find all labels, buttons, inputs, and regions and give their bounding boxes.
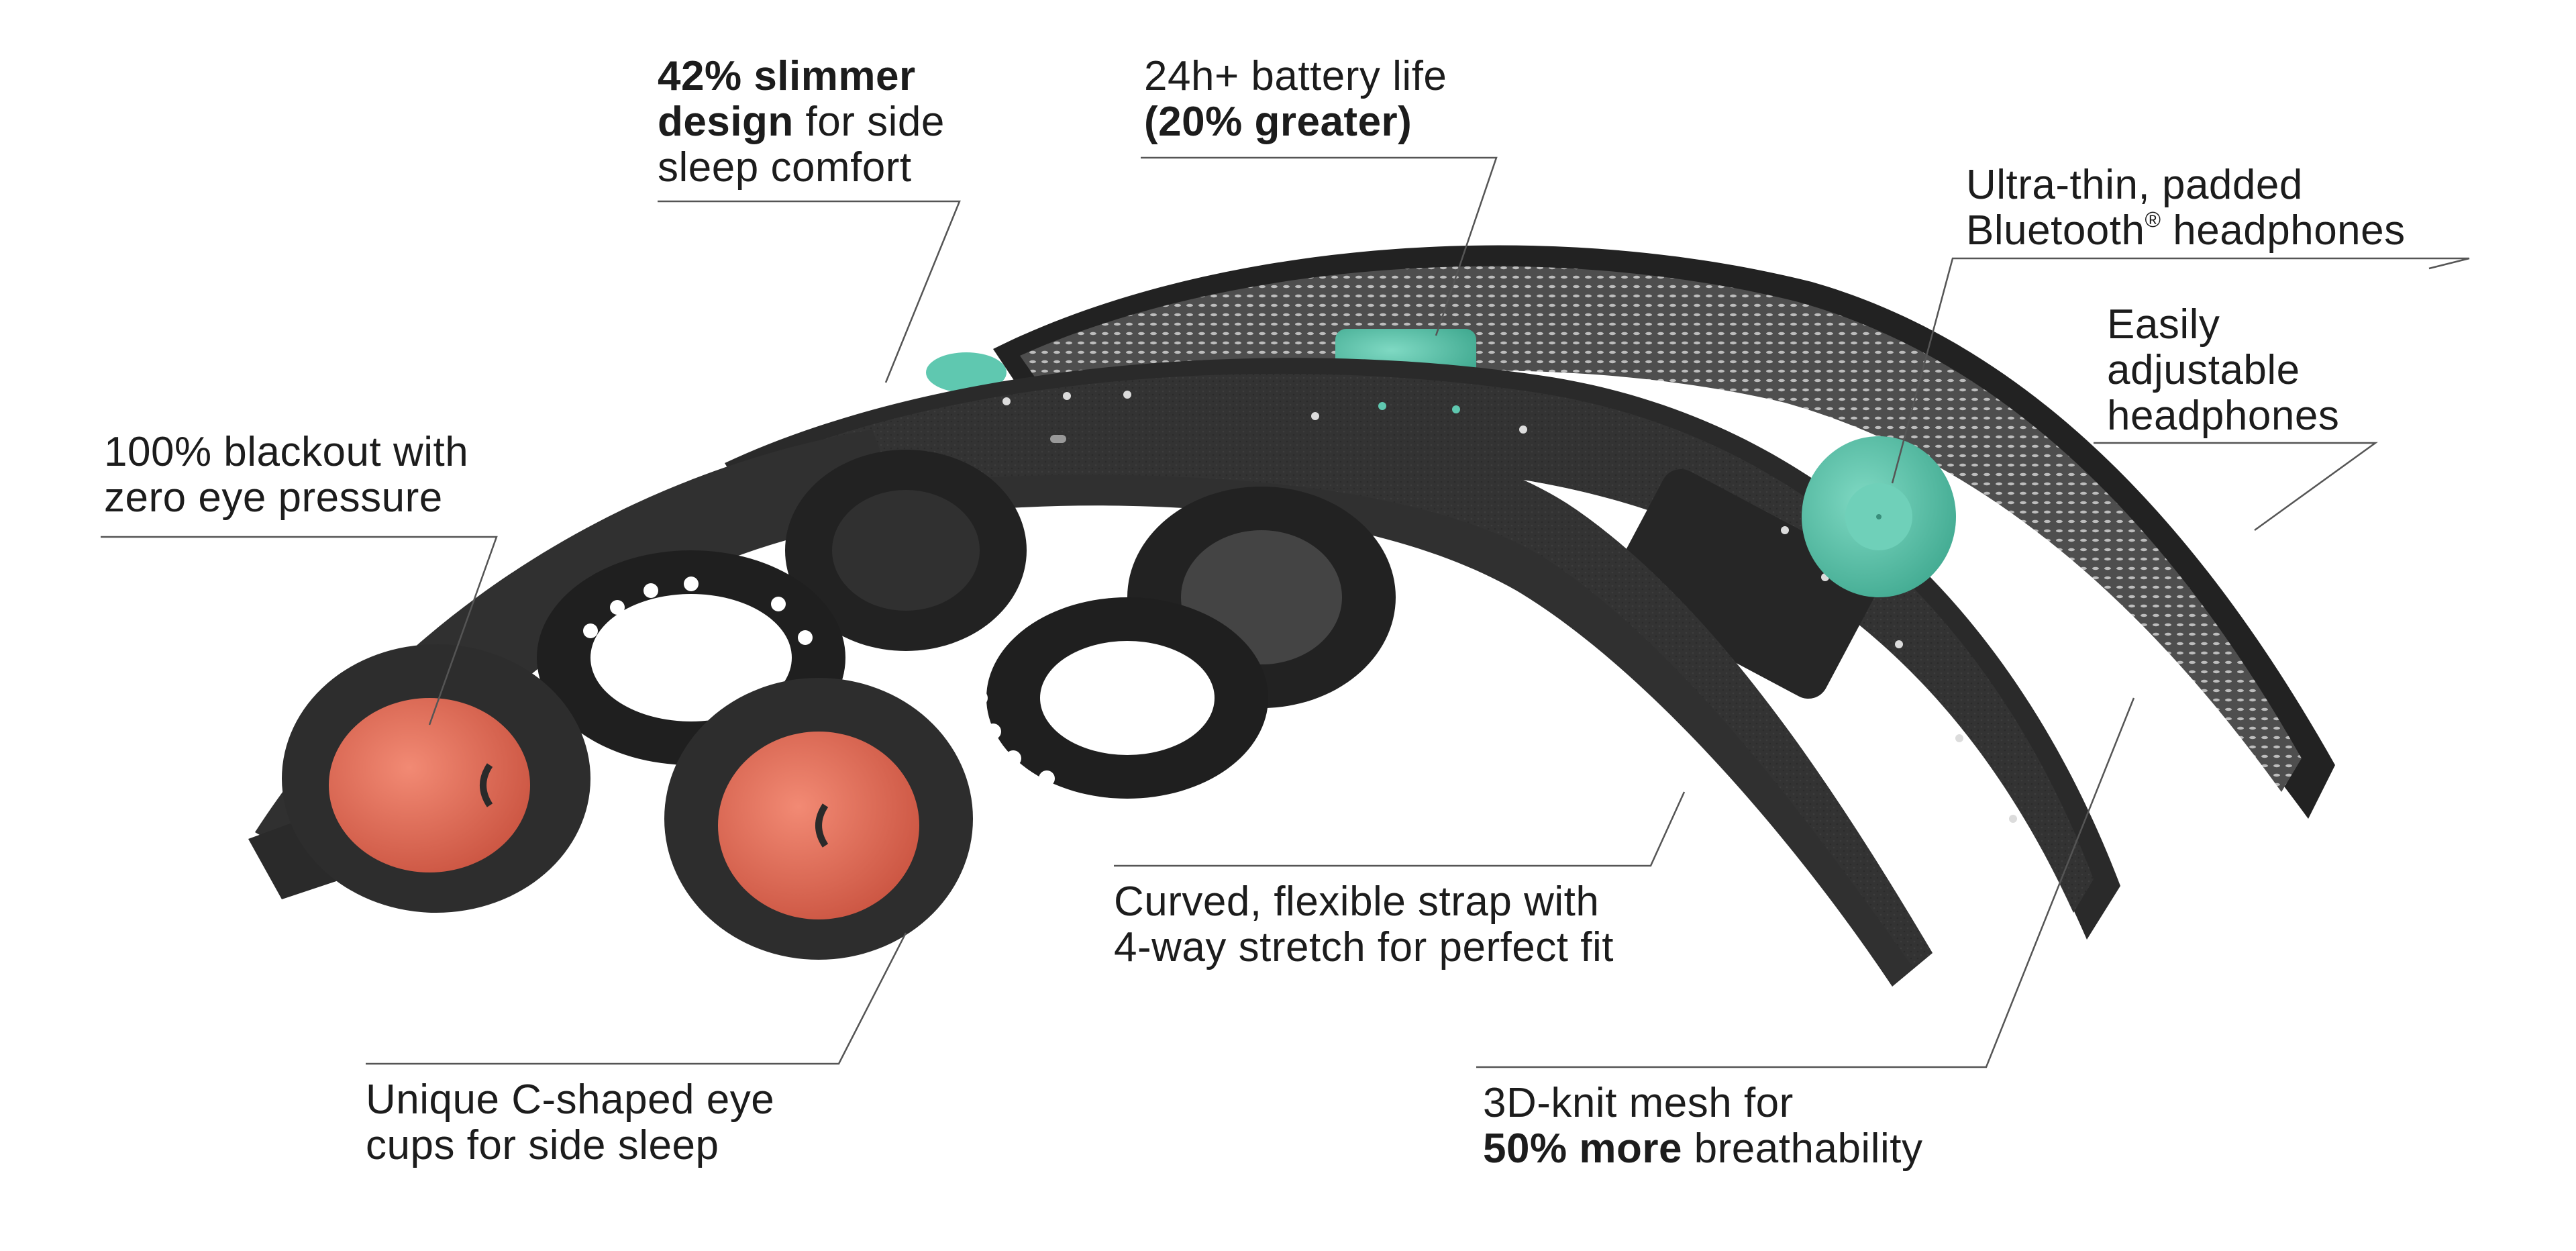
headphone-pad xyxy=(1802,436,1956,597)
callout-blackout: 100% blackout with zero eye pressure xyxy=(104,430,468,521)
perforated-ring xyxy=(537,550,1268,799)
callout-c-shaped-eye-cups: Unique C-shaped eye cups for side sleep xyxy=(366,1077,774,1168)
mesh-band-layer xyxy=(993,245,2335,819)
callout-adjustable-headphones: Easily adjustable headphones xyxy=(2107,302,2339,439)
callout-slimmer-design: 42% slimmer design for side sleep comfor… xyxy=(658,54,945,191)
strap-line1: Curved, flexible strap with xyxy=(1114,879,1600,925)
headphones-line1: Ultra-thin, padded xyxy=(1966,162,2303,208)
mesh-line1: 3D-knit mesh for xyxy=(1483,1080,1794,1126)
eyecups-line1: Unique C-shaped eye xyxy=(366,1077,775,1123)
registered-mark: ® xyxy=(2145,207,2161,232)
eyecups-line2: cups for side sleep xyxy=(366,1122,719,1168)
slimmer-line3: sleep comfort xyxy=(658,144,912,191)
mesh-bold: 50% more xyxy=(1483,1125,1682,1172)
blackout-line1: 100% blackout with xyxy=(104,429,469,475)
strap-line2: 4-way stretch for perfect fit xyxy=(1114,924,1614,970)
adjustable-line3: headphones xyxy=(2107,393,2340,439)
headphones-line2a: Bluetooth xyxy=(1966,207,2145,254)
slimmer-rest: for side xyxy=(793,99,945,145)
callout-flexible-strap: Curved, flexible strap with 4-way stretc… xyxy=(1114,879,1614,970)
adjustable-line2: adjustable xyxy=(2107,347,2300,393)
small-teal-pad xyxy=(926,352,1007,393)
perforation-dots xyxy=(1002,391,2017,823)
speaker-band-layer xyxy=(725,358,2120,940)
leader-lines xyxy=(101,156,2470,1068)
battery-line1: 24h+ battery life xyxy=(1144,53,1447,99)
adjustable-line1: Easily xyxy=(2107,301,2220,348)
slimmer-bold2: design xyxy=(658,99,794,145)
mesh-rest: breathability xyxy=(1682,1125,1923,1172)
headphones-line2b: headphones xyxy=(2161,207,2406,254)
blackout-line2: zero eye pressure xyxy=(104,474,443,521)
callout-battery-life: 24h+ battery life (20% greater) xyxy=(1144,54,1447,145)
callout-bluetooth-headphones: Ultra-thin, padded Bluetooth® headphones xyxy=(1966,162,2406,254)
eye-cup-right xyxy=(664,678,973,960)
eye-cup-left xyxy=(248,644,590,913)
callout-3d-knit-mesh: 3D-knit mesh for 50% more breathability xyxy=(1483,1081,1922,1172)
slimmer-bold: 42% slimmer xyxy=(658,53,916,99)
battery-line2: (20% greater) xyxy=(1144,99,1412,145)
